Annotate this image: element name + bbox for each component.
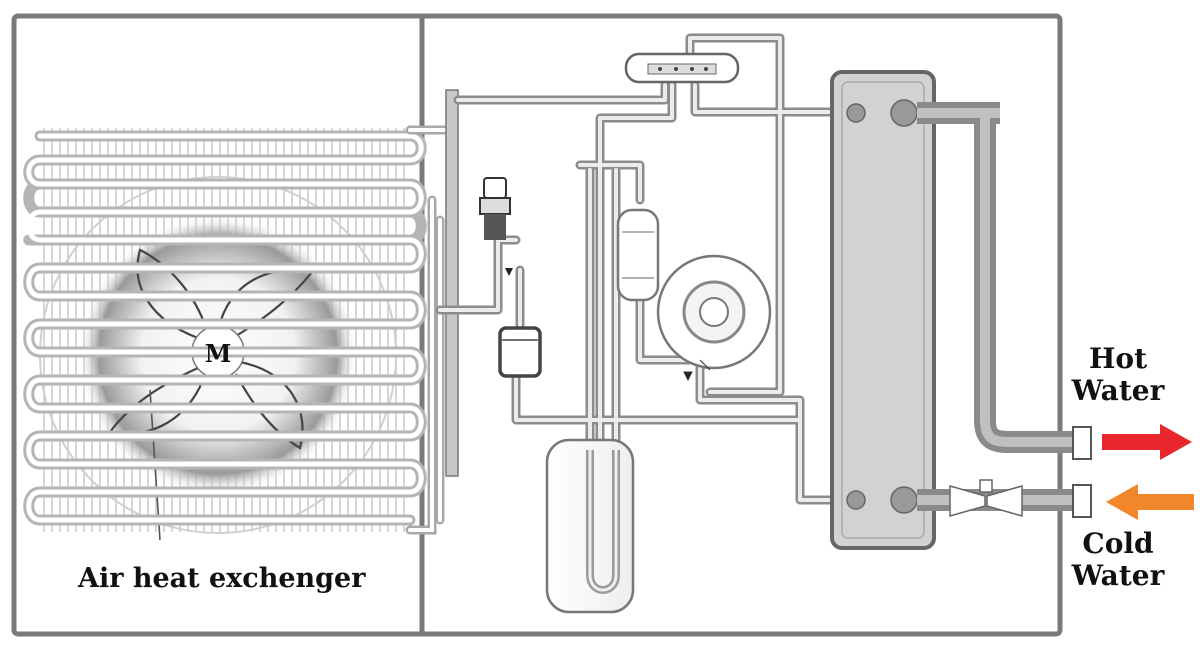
receiver-tank-icon	[545, 438, 635, 614]
air-heat-exchanger-label: Air heat exchenger	[78, 563, 366, 594]
compressor-icon	[656, 254, 772, 382]
outer-cabinet	[11, 13, 1063, 637]
expansion-valve-icon	[479, 177, 513, 276]
cold-water-fitting	[1072, 484, 1092, 518]
cold-water-label: Cold Water	[1071, 527, 1165, 593]
hot-water-fitting	[1072, 426, 1092, 460]
hot-water-arrow-icon	[1102, 424, 1192, 460]
plate-heat-exchanger-icon	[830, 70, 936, 550]
coil-tubes-inner	[26, 133, 424, 523]
distributor-bar	[445, 89, 459, 477]
four-way-valve-icon	[624, 52, 740, 84]
accumulator-icon	[616, 208, 660, 302]
fan-motor-label: M	[205, 339, 232, 368]
cold-water-arrow-icon	[1106, 484, 1194, 520]
water-valve-icon	[949, 479, 1023, 517]
filter-drier-icon	[498, 326, 542, 378]
hot-water-label: Hot Water	[1071, 342, 1165, 408]
